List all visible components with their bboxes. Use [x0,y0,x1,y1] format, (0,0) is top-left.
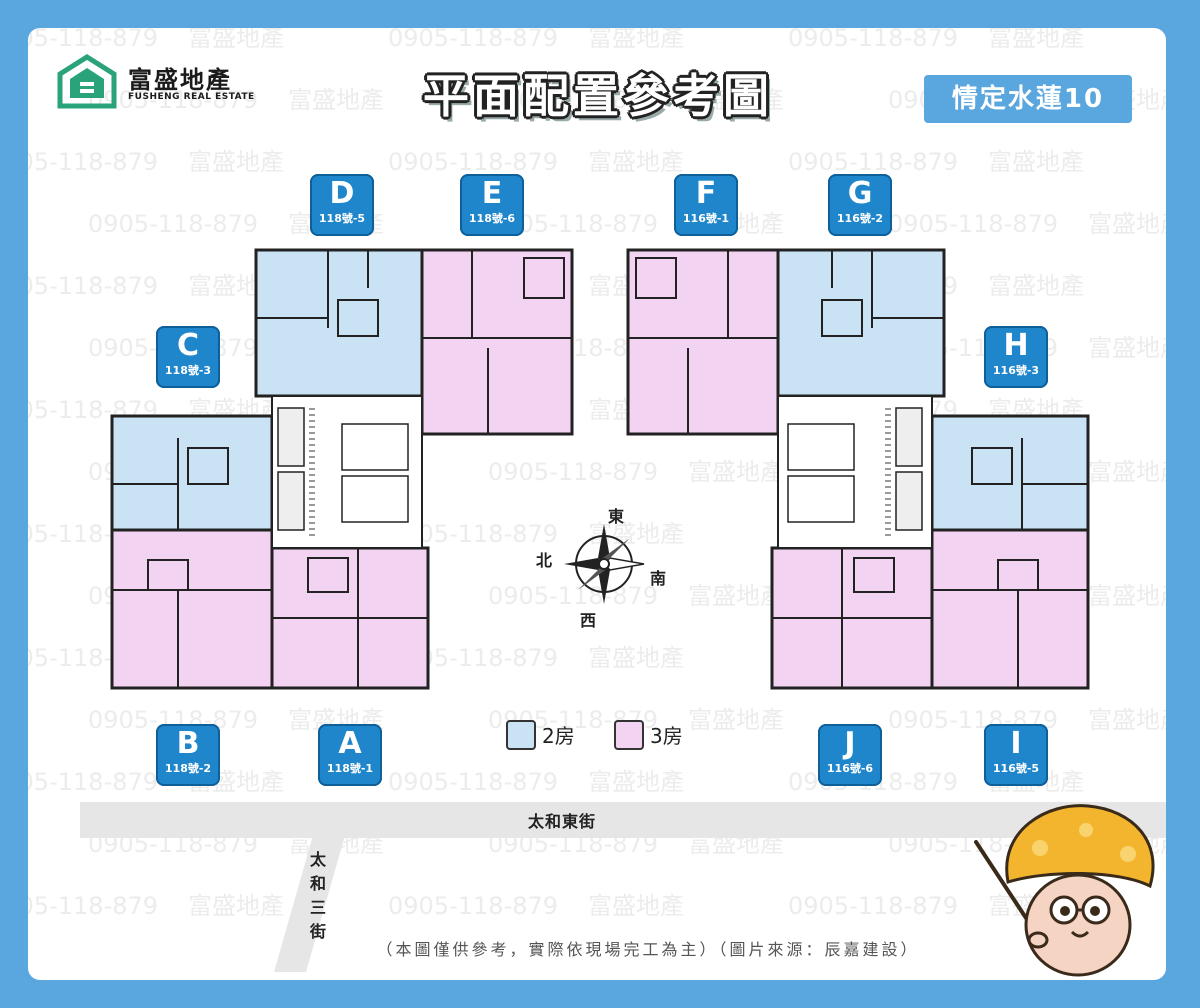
unit-number: 118號-5 [318,212,366,225]
unit-badge-g: G 116號-2 [828,174,892,236]
unit-badge-b: B 118號-2 [156,724,220,786]
project-name-badge: 情定水蓮10 [924,75,1132,123]
unit-f-plan [626,248,780,436]
unit-e-plan [420,248,574,436]
mushroom-mascot-icon [974,804,1155,977]
legend: 2房 3房 [506,718,706,750]
legend-label-3-room: 3房 [650,724,683,748]
unit-letter: F [695,176,717,211]
unit-number: 118號-1 [326,762,374,775]
unit-number: 116號-6 [826,762,874,775]
side-street-char: 街 [309,922,326,941]
unit-badge-a: A 118號-1 [318,724,382,786]
legend-swatch-2-room [506,720,536,750]
unit-letter: J [844,726,856,761]
unit-badge-d: D 118號-5 [310,174,374,236]
right-core [777,395,933,549]
footnote: （本圖僅供參考，實際依現場完工為主）（圖片來源：辰嘉建設） [376,940,920,959]
unit-b-plan [110,528,274,690]
side-street-label: 太和三街 [306,848,330,944]
compass-rose: 東 南 西 北 [536,503,700,633]
house-logo-icon [57,54,117,109]
legend-swatch-3-room [614,720,644,750]
unit-number: 118號-3 [164,364,212,377]
unit-letter: I [1010,726,1022,761]
side-street [274,818,350,972]
unit-j-plan [770,546,934,690]
unit-badge-c: C 118號-3 [156,326,220,388]
main-street-label: 太和東街 [528,812,597,831]
unit-number: 116號-1 [682,212,730,225]
compass-east: 東 [608,507,625,526]
unit-g-plan [776,248,946,398]
unit-h-plan [930,414,1090,532]
unit-badge-j: J 116號-6 [818,724,882,786]
compass-icon [564,524,645,604]
compass-south: 南 [650,569,667,588]
main-street [80,802,1166,838]
side-street-char: 三 [309,898,326,917]
unit-d-plan [254,248,424,398]
unit-letter: B [176,726,200,761]
unit-badge-e: E 118號-6 [460,174,524,236]
compass-north: 北 [536,551,553,570]
page-title: 平面配置參考圖 [423,69,773,123]
unit-number: 116號-2 [836,212,884,225]
company-logo: 富盛地產 FUSHENG REAL ESTATE [56,54,256,110]
unit-c-plan [110,414,274,532]
unit-letter: C [176,328,200,363]
unit-i-plan [930,528,1090,690]
compass-west: 西 [580,611,597,630]
unit-letter: E [481,176,503,211]
unit-a-plan [270,546,430,690]
unit-letter: G [847,176,873,211]
unit-letter: D [329,176,355,211]
unit-badge-h: H 116號-3 [984,326,1048,388]
unit-number: 116號-5 [992,762,1040,775]
side-street-char: 和 [309,874,326,893]
left-core [271,395,423,549]
unit-badge-f: F 116號-1 [674,174,738,236]
unit-letter: H [1003,328,1029,363]
unit-number: 116號-3 [992,364,1040,377]
company-name: 富盛地產 [128,66,232,94]
unit-badge-i: I 116號-5 [984,724,1048,786]
unit-number: 118號-6 [468,212,516,225]
floor-plan-drawing [80,248,1166,972]
side-street-char: 太 [309,850,326,869]
legend-label-2-room: 2房 [542,724,575,748]
unit-number: 118號-2 [164,762,212,775]
company-name-en: FUSHENG REAL ESTATE [128,92,255,102]
unit-letter: A [338,726,362,761]
mushroom-mascot [968,790,1166,980]
floor-plan-panel: 0905-118-879富盛地產0905-118-879富盛地產0905-118… [28,28,1166,980]
